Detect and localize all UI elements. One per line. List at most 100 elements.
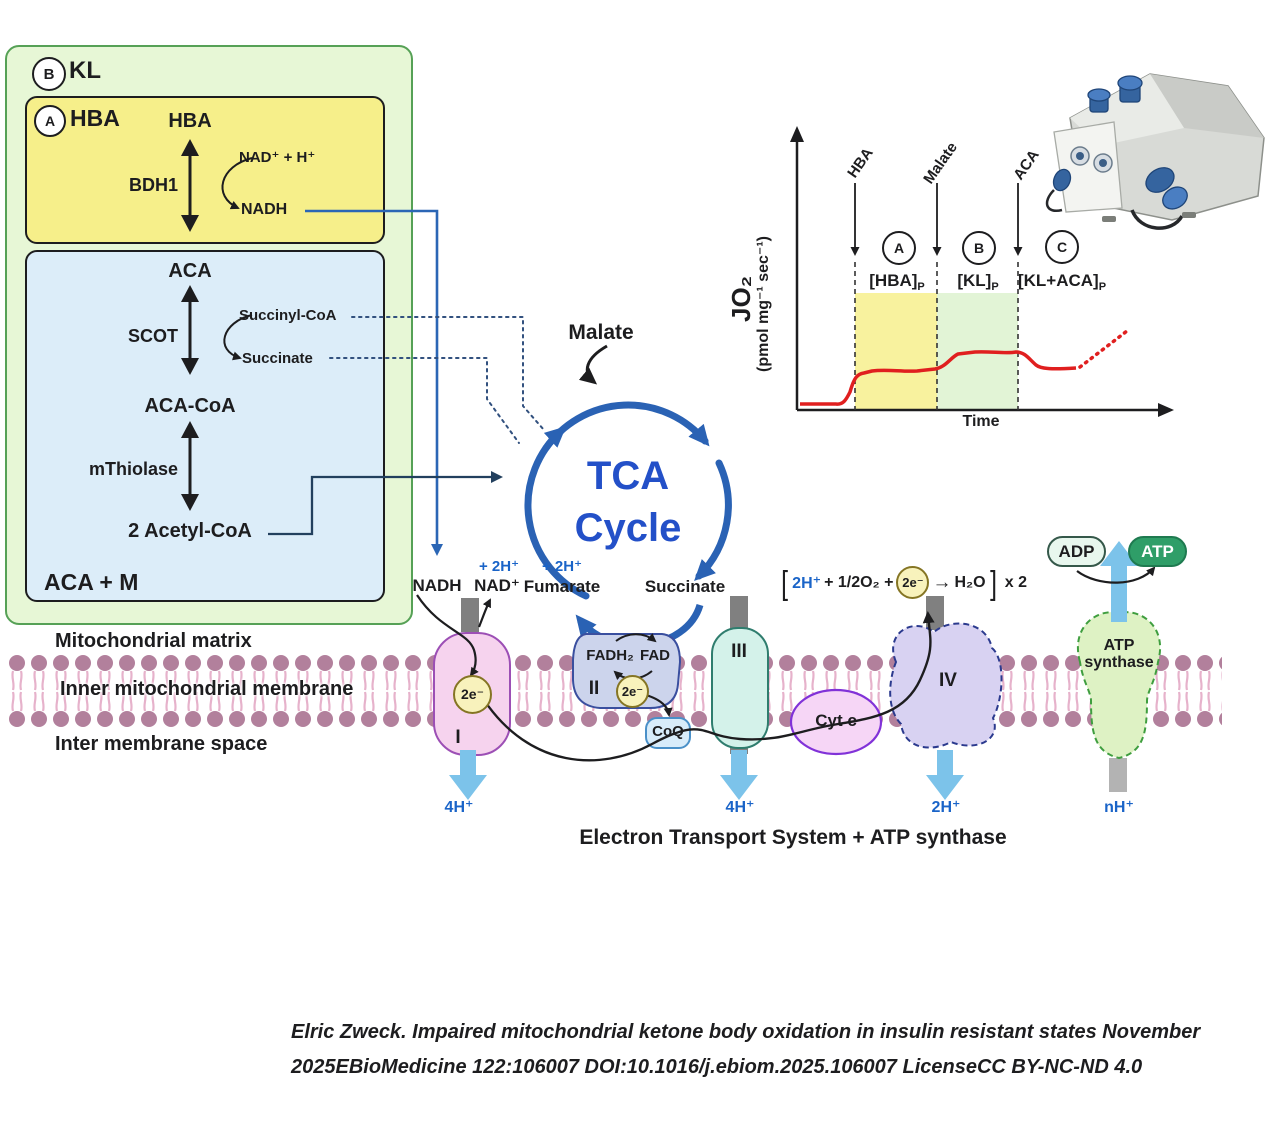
succinyl-coa-label: Succinyl-CoA — [239, 307, 337, 324]
succinate-label-tca: Succinate — [644, 577, 726, 596]
mthiolase-arrow — [181, 421, 199, 511]
nadh-to-complex1-line — [305, 209, 443, 556]
atp-synthase-label: ATP synthase — [1084, 637, 1154, 671]
cytc-label: Cyt c — [815, 711, 857, 730]
malate-entry-arrow — [578, 344, 608, 385]
complex1-label: I — [455, 727, 461, 748]
atp-synthase-shape — [1077, 611, 1161, 760]
tca-title-line1: TCA — [586, 454, 670, 498]
nad-plus-h: NAD⁺ + H⁺ — [239, 149, 316, 166]
respirometer-illustration — [1045, 73, 1265, 230]
formula-h2o: H₂O — [954, 573, 986, 591]
complex3-proton-label: 4H⁺ — [725, 799, 755, 816]
adp-to-atp-arrow — [1076, 566, 1156, 584]
phase-a-sub: P — [917, 281, 925, 293]
inner-membrane-label: Inner mitochondrial membrane — [60, 678, 354, 700]
complex2-shape — [572, 633, 682, 709]
complex3-label: III — [731, 641, 747, 662]
phase-a-text: [HBA] — [869, 271, 918, 290]
complex2-electron-pair: 2e⁻ — [616, 675, 649, 708]
injection-arrows — [850, 183, 1023, 256]
phase-b-sub: P — [991, 281, 999, 293]
aca-substrate: ACA — [168, 260, 212, 282]
synthase-proton-label: nH⁺ — [1104, 799, 1134, 816]
cytc-shape — [789, 688, 883, 756]
succinate-label-panel: Succinate — [242, 350, 313, 367]
fadh2-label: FADH₂ — [586, 647, 634, 664]
aca-m-footer: ACA + M — [44, 569, 139, 595]
formula-open-bracket: [ — [781, 563, 789, 601]
tca-title-line2: Cycle — [574, 506, 682, 550]
phase-b-badge-graph: B — [962, 231, 996, 265]
hba-panel-title: HBA — [70, 105, 120, 131]
acetyl-coa-label: 2 Acetyl-CoA — [128, 520, 252, 542]
aca-coa-label: ACA-CoA — [144, 395, 236, 417]
succinate-dotted-line — [329, 357, 520, 444]
graph-y-axis-label: JO₂ — [726, 275, 756, 322]
nad-etc-label: NAD⁺ — [474, 576, 520, 595]
ets-caption: Electron Transport System + ATP synthase — [579, 826, 1007, 849]
hba-bdh1-arrows — [181, 139, 253, 232]
graph-y-axis-units: (pmol mg⁻¹ sec⁻¹) — [755, 235, 772, 372]
formula-electron-pair: 2e⁻ — [896, 566, 930, 599]
fumarate-label: Fumarate — [523, 577, 601, 596]
citation-line2: 2025EBioMedicine 122:106007 DOI:10.1016/… — [291, 1056, 1143, 1078]
fad-label: FAD — [640, 647, 670, 664]
formula-arrow: → — [932, 571, 952, 593]
complex4-label: IV — [939, 670, 957, 691]
malate-label: Malate — [568, 321, 634, 344]
kl-panel-title: KL — [69, 57, 101, 84]
matrix-label: Mitochondrial matrix — [55, 630, 252, 652]
oxygen-reduction-formula: [ 2H⁺ + 1/2O₂ + 2e⁻ → H₂O ] x 2 — [780, 566, 1027, 599]
succinyl-coa-dotted-line — [351, 316, 545, 431]
aca-panel — [25, 250, 385, 602]
complex1-electron-pair: 2e⁻ — [453, 675, 492, 714]
adp-pill: ADP — [1047, 536, 1106, 567]
complex3-shape — [711, 627, 769, 749]
mthiolase-enzyme: mThiolase — [88, 459, 178, 479]
scot-arrows — [181, 285, 253, 375]
hba-panel — [25, 96, 385, 244]
complex4-proton-label: 2H⁺ — [931, 799, 961, 816]
nadh-etc-label: NADH — [412, 576, 462, 595]
complex4-shape — [889, 622, 1003, 749]
coq-label: CoQ — [652, 723, 684, 740]
phase-a-badge-graph: A — [882, 231, 916, 265]
phase-c-badge-graph: C — [1045, 230, 1079, 264]
hba-substrate: HBA — [168, 110, 212, 132]
bdh1-enzyme: BDH1 — [128, 175, 178, 195]
plus-2h-nad: + 2H⁺ — [478, 558, 520, 575]
formula-o2: + 1/2O₂ + — [824, 573, 894, 591]
phase-b-text: [KL] — [957, 271, 992, 290]
tca-cycle-arcs — [524, 401, 732, 600]
phase-b-concentration: [KL]P — [957, 271, 999, 293]
formula-close-bracket: ] — [989, 563, 997, 601]
complex2-label: II — [588, 678, 600, 699]
nadh-product: NADH — [241, 201, 288, 218]
acetyl-coa-to-tca-arrow — [268, 471, 503, 536]
jo2-trace — [800, 350, 1077, 406]
plus-2h-fumarate: + 2H⁺ — [541, 558, 583, 575]
nadh-input-curve — [416, 594, 479, 677]
ims-label: Inter membrane space — [55, 733, 268, 755]
phase-c-text: [KL+ACA] — [1017, 271, 1099, 290]
phase-b-badge-panel: B — [32, 57, 66, 91]
complex1-proton-label: 4H⁺ — [444, 799, 474, 816]
atp-pill: ATP — [1128, 536, 1187, 567]
phase-a-badge-panel: A — [34, 105, 66, 137]
nad-output-arrow — [477, 598, 491, 628]
electron-transfer-path — [483, 611, 935, 762]
formula-times2: x 2 — [1004, 573, 1027, 591]
complex2-to-coq-arrow — [645, 693, 673, 717]
respirometry-graph — [790, 126, 1174, 417]
injection-dashed-lines — [854, 262, 1019, 410]
phase-a-region — [855, 293, 937, 409]
graph-x-axis-label: Time — [962, 413, 1000, 430]
phase-c-concentration: [KL+ACA]P — [1017, 271, 1106, 293]
phase-a-concentration: [HBA]P — [869, 271, 925, 293]
scot-enzyme: SCOT — [127, 326, 178, 346]
respirometer-stoppers — [1052, 75, 1188, 210]
formula-2h: 2H⁺ — [792, 574, 822, 592]
